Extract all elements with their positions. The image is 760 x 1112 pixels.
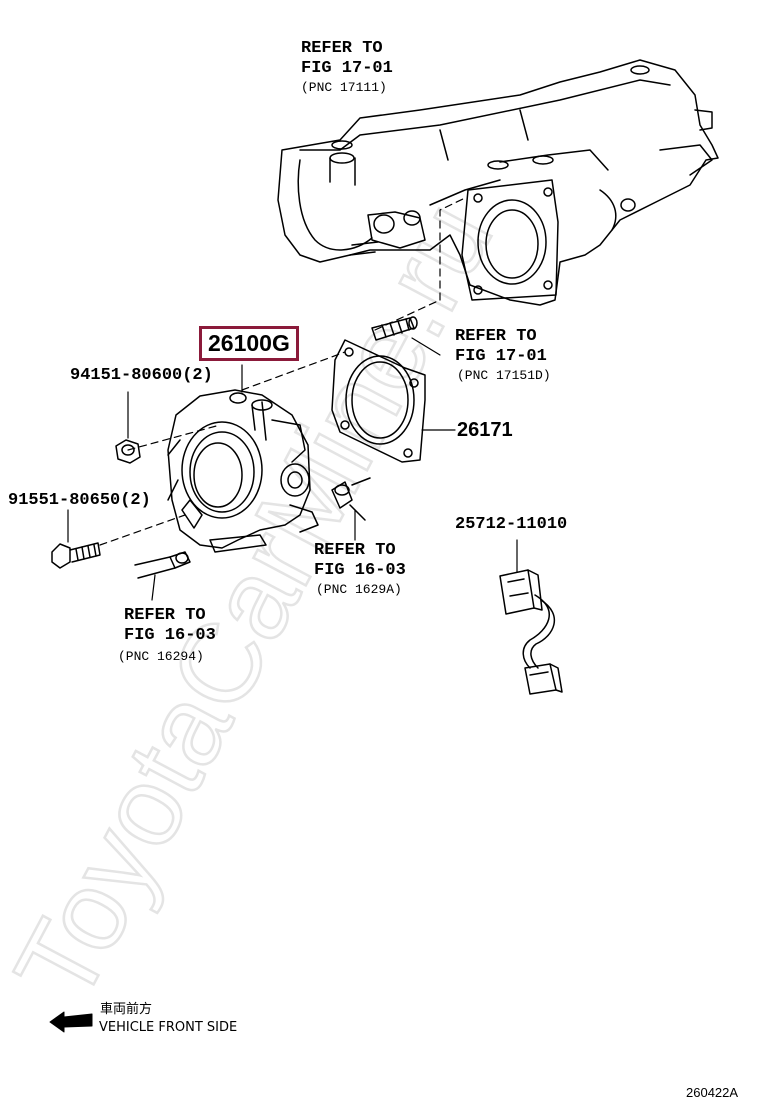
- ref-hose-left-line2: FIG 16-03: [124, 626, 216, 645]
- figure-code: 260422A: [686, 1085, 739, 1100]
- throttle-body-drawing: [167, 364, 319, 553]
- intake-manifold-drawing: [277, 59, 719, 306]
- vehicle-front-jp: 車両前方: [100, 1002, 153, 1017]
- part-number-gasket[interactable]: 26171: [457, 419, 513, 441]
- nut-drawing: [115, 391, 141, 464]
- ref-hose-right-line1: REFER TO: [314, 541, 396, 560]
- ref-hose-left-line1: REFER TO: [124, 606, 206, 625]
- ref-hose-right-pnc: (PNC 1629A): [316, 582, 402, 597]
- ref-stud-line1: REFER TO: [455, 327, 537, 346]
- vehicle-front-arrow: [49, 1011, 93, 1033]
- ref-manifold-pnc: (PNC 17111): [301, 80, 387, 95]
- part-number-connector[interactable]: 25712-11010: [455, 515, 568, 534]
- ref-manifold-line1: REFER TO: [301, 39, 383, 58]
- stud-drawing: [371, 316, 441, 356]
- ref-hose-right-line2: FIG 16-03: [314, 561, 406, 580]
- connector-drawing: [499, 539, 563, 695]
- gasket-drawing: [331, 339, 456, 463]
- bolt-drawing: [51, 509, 101, 569]
- ref-stud-line2: FIG 17-01: [455, 347, 547, 366]
- ref-hose-left-pnc: (PNC 16294): [118, 649, 204, 664]
- ref-manifold-line2: FIG 17-01: [301, 59, 393, 78]
- part-number-throttle-body[interactable]: 26100G: [199, 326, 299, 362]
- ref-stud-pnc: (PNC 17151D): [457, 368, 551, 383]
- vehicle-front-en: VEHICLE FRONT SIDE: [99, 1020, 238, 1035]
- hose-left-drawing: [134, 551, 191, 601]
- part-number-bolt[interactable]: 91551-80650(2): [8, 491, 151, 510]
- part-number-nut[interactable]: 94151-80600(2): [70, 366, 213, 385]
- hose-right-drawing: [331, 477, 371, 541]
